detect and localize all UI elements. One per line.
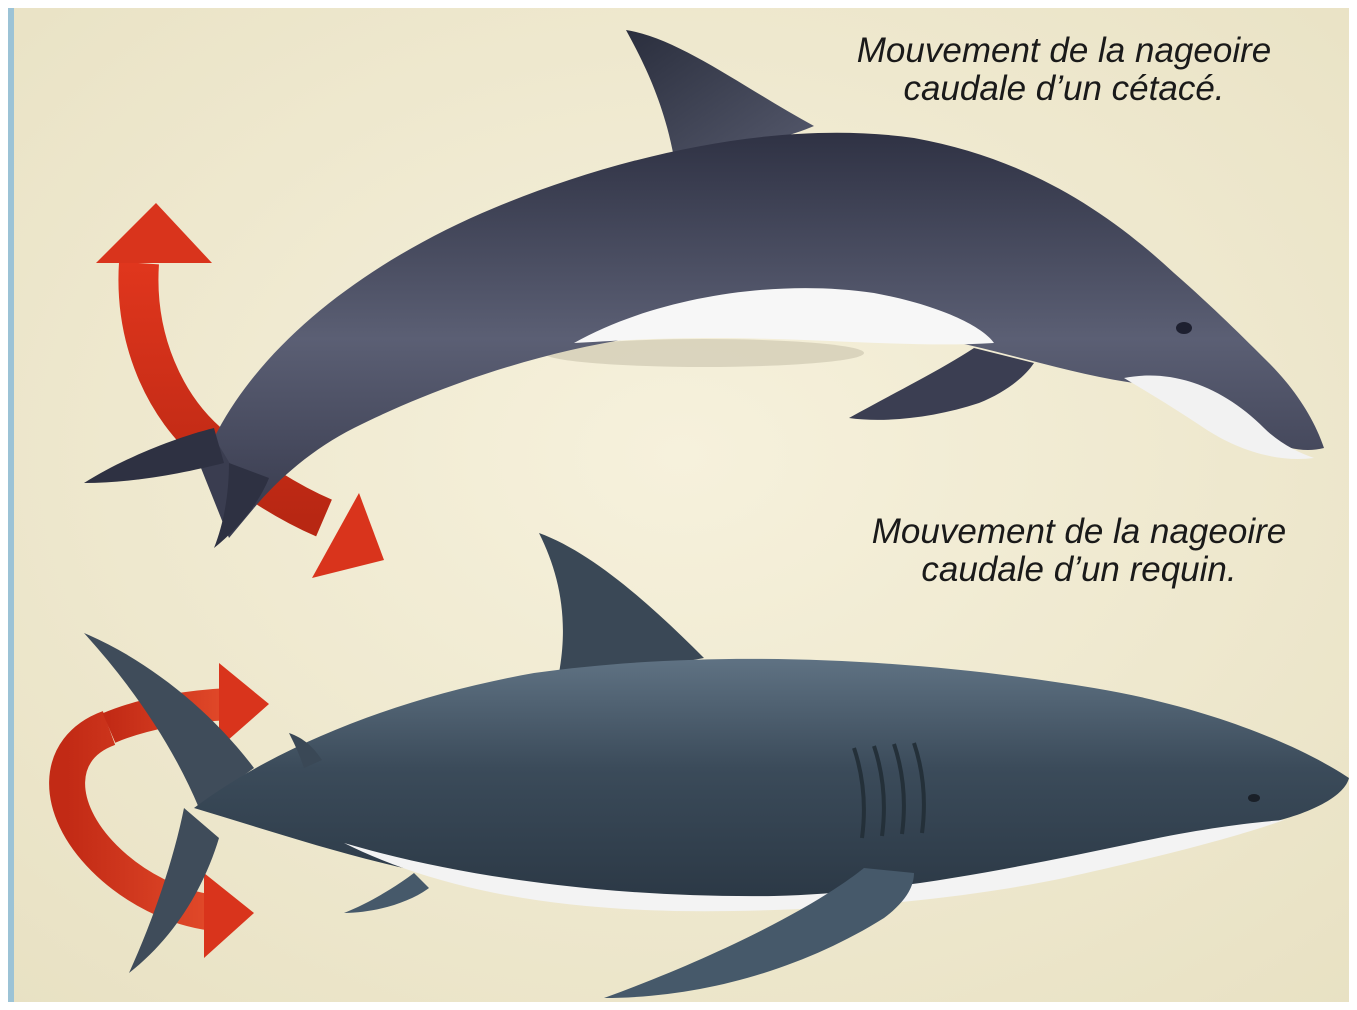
caption-shark-line1: Mouvement de la nageoire (809, 513, 1349, 551)
caption-cetacean: Mouvement de la nageoire caudale d’un cé… (794, 32, 1334, 108)
tail-fin-movement-illustration (14, 8, 1349, 1002)
dolphin-eye (1176, 322, 1192, 334)
illustration-frame: Mouvement de la nageoire caudale d’un cé… (8, 8, 1349, 1002)
caption-cetacean-line2: caudale d’un cétacé. (794, 70, 1334, 108)
caption-cetacean-line1: Mouvement de la nageoire (794, 32, 1334, 70)
caption-shark: Mouvement de la nageoire caudale d’un re… (809, 513, 1349, 589)
shark-eye (1248, 794, 1260, 802)
caption-shark-line2: caudale d’un requin. (809, 551, 1349, 589)
